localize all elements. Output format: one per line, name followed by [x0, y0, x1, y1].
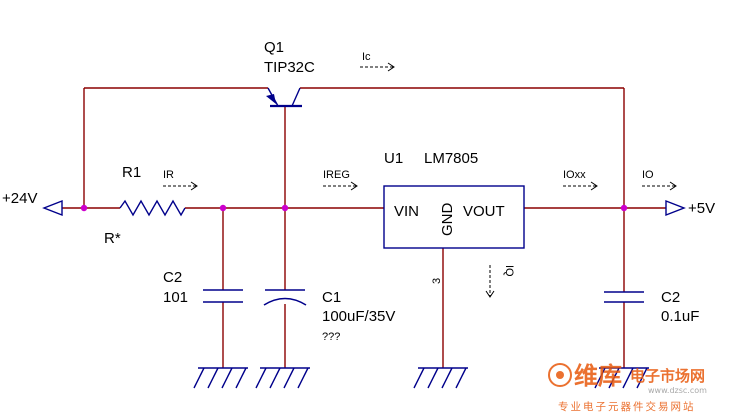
capacitor-c2-right [604, 291, 644, 303]
current-arrow-io [642, 181, 677, 191]
junction-dot [219, 204, 227, 212]
c2-left-ref-label: C2 [163, 269, 182, 286]
c1-ref-label: C1 [322, 289, 341, 306]
logo-emblem-icon [548, 363, 572, 387]
junction-dot [620, 204, 628, 212]
junction-nodes [80, 204, 628, 212]
ground-icon [255, 367, 310, 389]
capacitor-c1 [263, 289, 307, 306]
wires [62, 87, 666, 368]
ground-symbols [193, 367, 649, 389]
watermark-url: www.dzsc.com [648, 386, 707, 395]
ground-icon [193, 367, 248, 389]
u1-ref-label: U1 [384, 150, 403, 167]
watermark-site-name: 电子市场网 [630, 367, 705, 385]
c2-right-value-label: 0.1uF [661, 308, 699, 325]
current-arrow-ireg [323, 181, 358, 191]
regulator-u1-box [383, 185, 525, 249]
watermark-brand: 维库 [574, 362, 622, 390]
input-voltage-label: +24V [2, 190, 37, 207]
u1-part-label: LM7805 [424, 150, 478, 167]
transistor-q1 [266, 87, 302, 108]
output-port-symbol [665, 199, 686, 217]
current-arrow-ioxx [563, 181, 598, 191]
ioxx-current-label: IOxx [563, 169, 586, 181]
vout-pin-label: VOUT [463, 203, 505, 220]
ir-current-label: IR [163, 169, 174, 181]
junction-dot [80, 204, 88, 212]
r1-note-label: R* [104, 230, 121, 247]
ground-icon [413, 367, 468, 389]
ireg-current-label: IREG [323, 169, 350, 181]
io-current-label: IO [642, 169, 654, 181]
r1-ref-label: R1 [122, 164, 141, 181]
gnd-pin-label: GND [439, 203, 456, 237]
watermark-logo: 维库 电子市场网 www.dzsc.com 专业电子元器件交易网站 [548, 362, 707, 413]
iq-current-label: IQ [503, 265, 515, 277]
q1-ref-label: Q1 [264, 39, 284, 56]
resistor-r1 [119, 199, 186, 217]
current-arrow-iq [485, 265, 495, 298]
capacitor-c2-left [203, 289, 243, 303]
watermark-tagline: 专业电子元器件交易网站 [558, 400, 696, 413]
input-port-symbol [42, 199, 63, 217]
junction-dot [281, 204, 289, 212]
ground-icon [594, 367, 649, 389]
pin3-label: 3 [431, 278, 443, 284]
q1-part-label: TIP32C [264, 59, 315, 76]
c1-note-label: ??? [322, 331, 340, 343]
current-arrow-ic [360, 62, 395, 72]
c2-left-value-label: 101 [163, 289, 188, 306]
output-voltage-label: +5V [688, 200, 715, 217]
vin-pin-label: VIN [394, 203, 419, 220]
ic-current-label: Ic [362, 51, 371, 63]
c2-right-ref-label: C2 [661, 289, 680, 306]
current-arrow-ir [163, 181, 198, 191]
c1-value-label: 100uF/35V [322, 308, 395, 325]
